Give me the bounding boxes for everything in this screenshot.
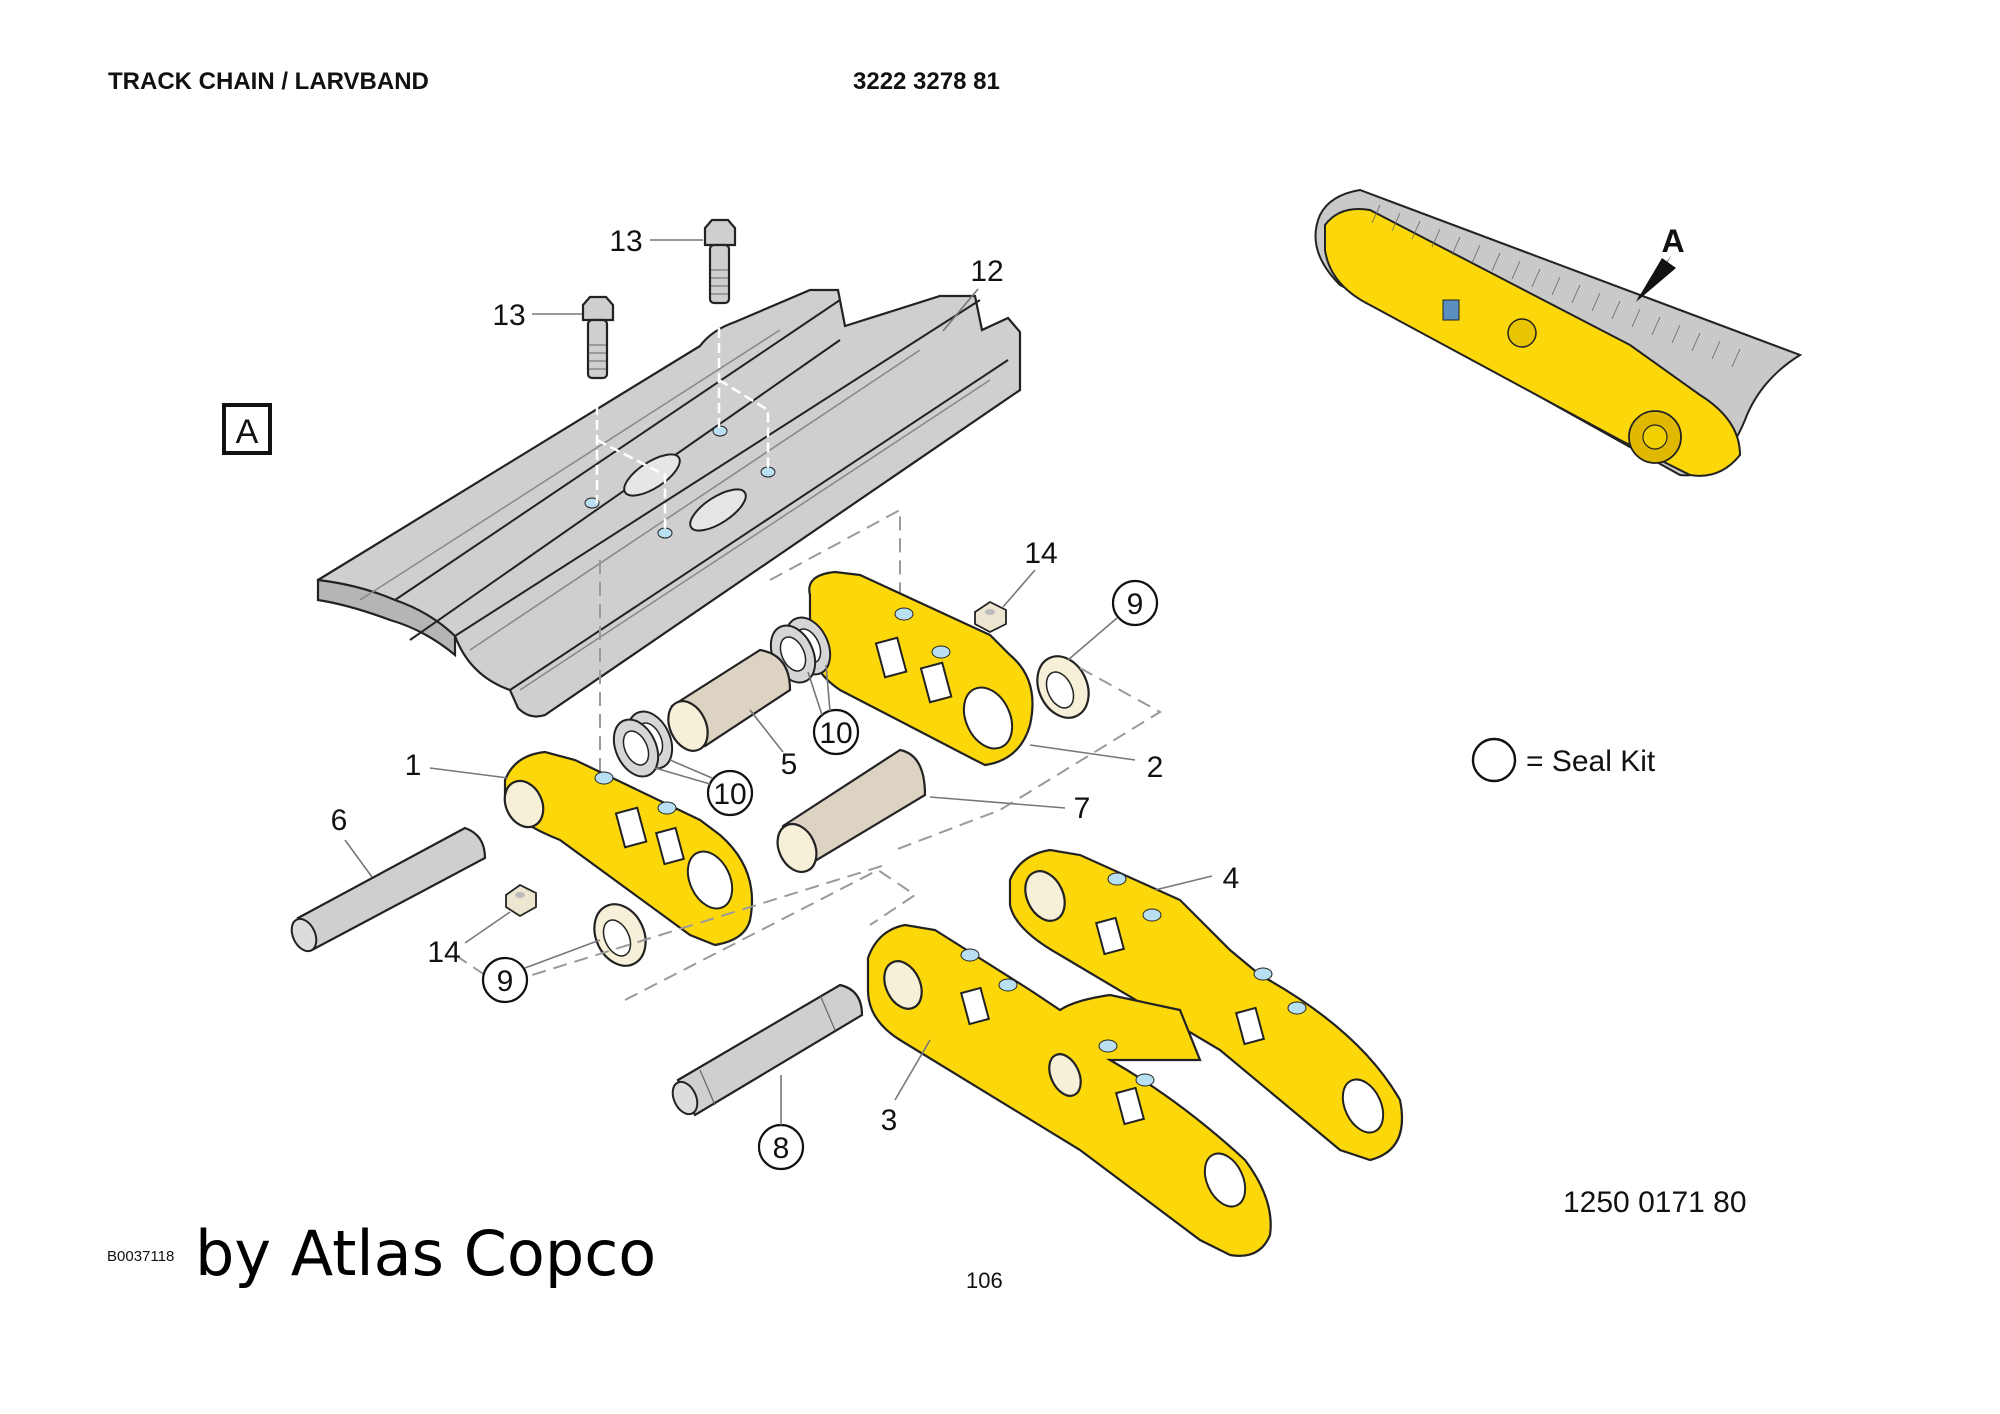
callout-2: 2 [1147,751,1164,784]
seal-washers-10-lower [612,710,674,778]
seal-kit-circle [812,708,860,756]
legend-circle-icon [1471,737,1517,783]
nut-14-upper [974,600,1007,634]
bolt-13-upper [703,218,737,305]
pin-8 [671,983,864,1117]
callout-7: 7 [1074,792,1091,825]
track-shoe-12 [316,288,1022,800]
watermark: by Atlas Copco [195,1217,657,1290]
view-arrow-label: A [1661,223,1684,259]
seal-kit-circle [1111,579,1159,627]
part-number: 3222 3278 81 [853,68,1000,95]
callout-13-upper: 13 [609,225,642,258]
link-1 [503,750,754,947]
callout-6: 6 [331,804,348,837]
seal-kit-circle [706,769,754,817]
view-label-box: A [222,403,272,455]
bushing-5 [667,648,792,752]
callout-4: 4 [1223,862,1240,895]
seal-ring-9-upper [1036,655,1090,719]
drawing-number: 1250 0171 80 [1563,1186,1747,1219]
image-code: B0037118 [107,1248,175,1265]
view-label-frame [222,403,272,455]
callout-10-upper: 10 [819,717,852,750]
callout-1: 1 [405,749,422,782]
link-assembly-3 [866,923,1272,1257]
view-label-text: A [236,413,259,451]
seal-ring-9-lower [593,903,647,967]
callouts: 13 13 12 14 9 10 10 5 [331,225,1240,1171]
legend-text: = Seal Kit [1526,745,1656,778]
callout-14-lower: 14 [427,936,460,969]
bushing-7 [776,748,927,874]
callout-3: 3 [881,1104,898,1137]
callout-10-lower: 10 [713,778,746,811]
seal-kit-circle [481,956,529,1004]
link-2 [808,570,1034,767]
callout-9-upper: 9 [1127,588,1144,621]
track-overview: A [1314,188,1803,477]
callout-5: 5 [781,748,798,781]
callout-13-lower: 13 [492,299,525,332]
seal-kit-legend: = Seal Kit [1471,737,1656,783]
pin-6 [290,826,487,953]
callout-12: 12 [970,255,1003,288]
callout-14-upper: 14 [1024,537,1057,570]
nut-14-lower [505,883,537,918]
callout-8: 8 [773,1132,790,1165]
page-number: 106 [966,1268,1003,1293]
page-title: TRACK CHAIN / LARVBAND [108,68,429,95]
link-assembly-4 [1008,848,1404,1162]
bolt-13-lower [581,295,615,380]
seal-washers-10-upper [769,616,832,684]
callout-9-lower: 9 [497,965,514,998]
